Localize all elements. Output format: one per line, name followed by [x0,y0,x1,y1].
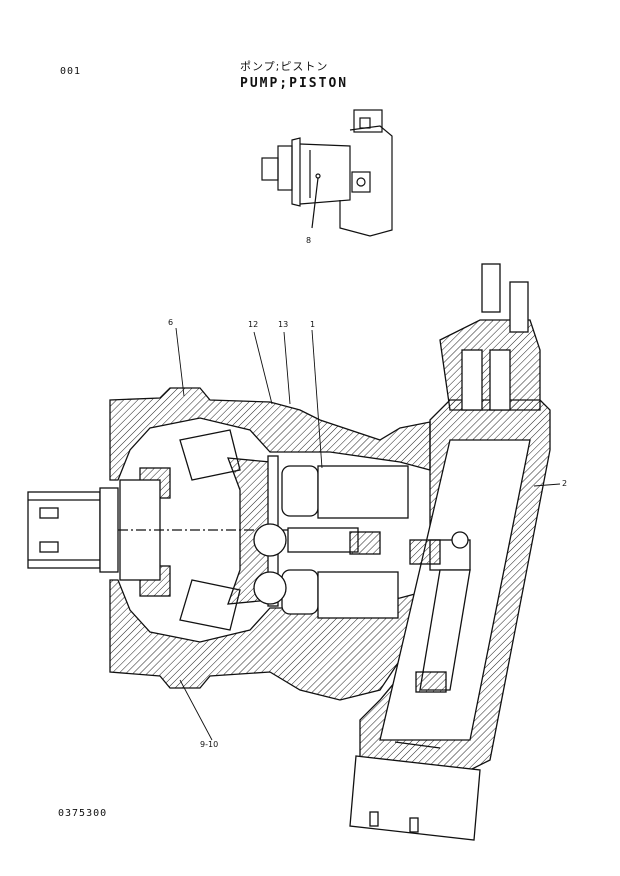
callout-13: 13 [278,320,289,329]
page-number: 001 [60,66,82,77]
drawing-number: 0375300 [58,808,108,819]
title-japanese: ポンプ;ピストン [240,60,329,73]
callout-6: 6 [168,318,174,327]
pump-inset-view [261,109,393,237]
callout-9-10: 9-10 [200,740,219,749]
title-english: PUMP;PISTON [240,76,349,91]
callout-2: 2 [562,479,568,488]
callout-1: 1 [310,320,316,329]
callout-8: 8 [306,236,312,245]
callout-12: 12 [248,320,259,329]
pump-section-view [27,263,561,841]
